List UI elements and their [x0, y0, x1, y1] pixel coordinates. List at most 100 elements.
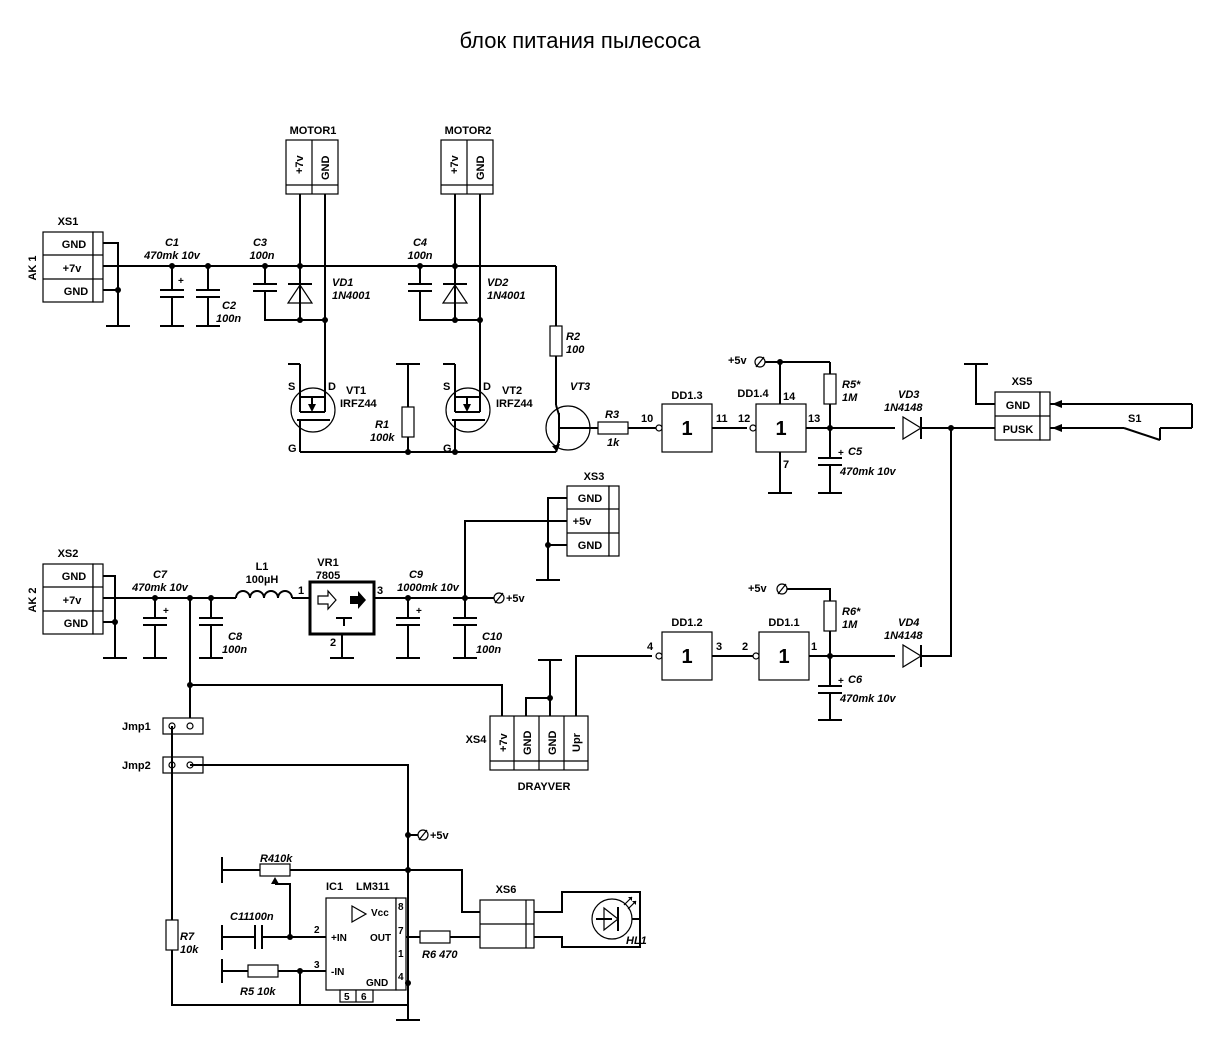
ic1-p3: 3 — [314, 960, 320, 971]
r6-value: 1M — [842, 619, 858, 631]
xs4-caption: DRAYVER — [518, 781, 571, 793]
dd14-out: 13 — [808, 413, 820, 425]
r5b-value: 1M — [842, 392, 858, 404]
connector-motor2: MOTOR2 +7v GND — [440, 125, 494, 195]
motor1-label: MOTOR1 — [290, 125, 337, 137]
c8-value: 100n — [222, 644, 247, 656]
resistor-r2: R2 100 — [549, 325, 585, 405]
c10-value: 100n — [476, 644, 501, 656]
ic1-inn: -IN — [331, 967, 344, 978]
diode-vd3: VD3 1N4148 — [884, 389, 995, 441]
ic1-p8: 8 — [398, 902, 404, 913]
ic1-vcc: Vcc — [371, 908, 389, 919]
connector-xs5: XS5 GND PUSK — [964, 363, 1051, 441]
mosfet-vt2: S D G VT2 IRFZ44 — [443, 363, 534, 455]
xs1-pin-1: GND — [62, 239, 87, 251]
motor1-pin-1: +7v — [294, 154, 306, 174]
vt1-g: G — [288, 443, 297, 455]
vd4-name: VD4 — [898, 617, 919, 629]
power-5v-lower: +5v — [748, 583, 831, 601]
motor2-pin-2: GND — [475, 156, 487, 181]
xs4-pin-4: Upr — [571, 732, 583, 752]
vt1-s: S — [288, 381, 295, 393]
connector-xs1-label: XS1 — [58, 216, 79, 228]
dd13-symbol: 1 — [681, 418, 692, 440]
c7-name: C7 — [153, 569, 168, 581]
page-title: блок питания пылесоса — [460, 28, 702, 53]
capacitor-c1: + C1 470mk 10v — [143, 237, 201, 327]
dd14-vcc: 14 — [783, 391, 796, 403]
xs2-label: XS2 — [58, 548, 79, 560]
motor2-pin-1: +7v — [449, 154, 461, 174]
r5-label: R5 10k — [240, 986, 276, 998]
r2-name: R2 — [566, 331, 580, 343]
xs4-pin-1: +7v — [498, 732, 510, 752]
svg-text:+: + — [178, 276, 184, 287]
dd12-symbol: 1 — [681, 646, 692, 668]
c11-label: C11100n — [230, 911, 274, 923]
gate-dd13: 1 DD1.3 10 11 — [641, 390, 747, 453]
ic1-gnd: GND — [366, 978, 388, 989]
svg-text:+: + — [838, 448, 844, 459]
c7-value: 470mk 10v — [131, 582, 189, 594]
r7-name: R7 — [180, 931, 195, 943]
vt2-value: IRFZ44 — [496, 398, 534, 410]
vd3-value: 1N4148 — [884, 402, 923, 414]
gate-dd11: 1 DD1.1 2 1 — [742, 617, 895, 681]
r3-value: 1k — [607, 437, 620, 449]
xs2-pin-1: GND — [62, 571, 87, 583]
xs5-label: XS5 — [1012, 376, 1033, 388]
c6-name: C6 — [848, 674, 863, 686]
r3-name: R3 — [605, 409, 619, 421]
dd14-name: DD1.4 — [737, 388, 769, 400]
connector-xs6: XS6 — [408, 869, 590, 949]
vt1-value: IRFZ44 — [340, 398, 378, 410]
xs6-label: XS6 — [496, 884, 517, 896]
vr1-pin-1: 1 — [298, 585, 304, 597]
vd1-name: VD1 — [332, 277, 353, 289]
hl1-label: HL1 — [626, 935, 647, 947]
connector-xs1-side: AK 1 — [27, 255, 39, 280]
resistor-r6-470: R6 470 — [406, 930, 480, 961]
xs1-pin-3: GND — [64, 286, 89, 298]
r4-label: R410k — [260, 853, 293, 865]
motor1-pin-2: GND — [320, 156, 332, 181]
c4-value: 100n — [407, 250, 432, 262]
mosfet-vt1: S D G VT1 IRFZ44 — [288, 363, 378, 455]
r5b-name: R5* — [842, 379, 861, 391]
xs2-pin-3: GND — [64, 618, 89, 630]
dd11-name: DD1.1 — [768, 617, 799, 629]
dd13-name: DD1.3 — [671, 390, 702, 402]
dd11-symbol: 1 — [778, 646, 789, 668]
r1-name: R1 — [375, 419, 389, 431]
power-5v-bottom-label: +5v — [430, 830, 450, 842]
power-5v-top: +5v — [728, 355, 831, 374]
vr1-pin-3: 3 — [377, 585, 383, 597]
vd2-value: 1N4001 — [487, 290, 526, 302]
ic1-out: OUT — [370, 933, 391, 944]
motor2-label: MOTOR2 — [445, 125, 492, 137]
xs3-pin-1: GND — [578, 493, 603, 505]
vd3-name: VD3 — [898, 389, 919, 401]
r6b-label: R6 470 — [422, 949, 458, 961]
r6-name: R6* — [842, 606, 861, 618]
vr1-name: VR1 — [317, 557, 338, 569]
c4-name: C4 — [413, 237, 427, 249]
resistor-r5: R5 10k — [221, 959, 326, 1005]
xs4-label: XS4 — [466, 734, 488, 746]
s1-label: S1 — [1128, 413, 1141, 425]
capacitor-c4: C4 100n — [407, 237, 455, 321]
resistor-r3: R3 1k — [597, 409, 656, 449]
led-hl1: HL1 — [590, 891, 647, 948]
jumper-jmp2: Jmp2 — [122, 726, 420, 1021]
jmp1-label: Jmp1 — [122, 721, 151, 733]
xs2-pin-2: +7v — [63, 595, 83, 607]
dd12-in: 4 — [647, 641, 654, 653]
r2-value: 100 — [566, 344, 585, 356]
xs5-pin-1: GND — [1006, 400, 1031, 412]
vd1-value: 1N4001 — [332, 290, 371, 302]
diode-vd4: VD4 1N4148 — [884, 428, 952, 669]
ic1-inp: +IN — [331, 933, 347, 944]
power-5v-bottom: +5v — [405, 829, 450, 842]
